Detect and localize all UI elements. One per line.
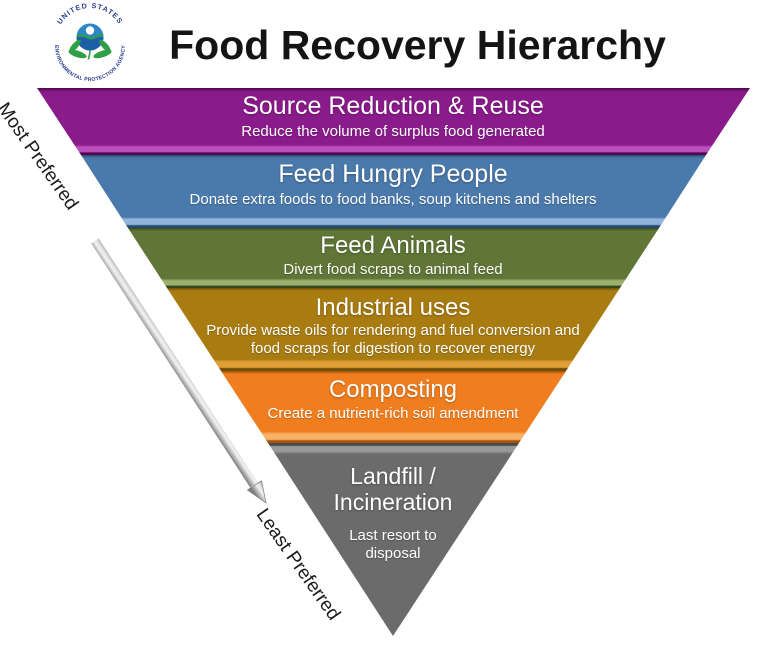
- band-feed-hungry-people: [81, 155, 706, 228]
- composting-subtitle: Create a nutrient-rich soil amendment: [267, 405, 519, 422]
- source-reduction-subtitle: Reduce the volume of surplus food genera…: [241, 123, 545, 140]
- band-source-reduction-reuse: [37, 88, 750, 155]
- source-reduction-title: Source Reduction & Reuse: [242, 92, 544, 120]
- epa-logo: UNITED STATES ENVIRONMENTAL PROTECTION A…: [53, 1, 127, 83]
- preference-arrow: [91, 238, 267, 504]
- band-industrial-uses: [167, 288, 620, 371]
- epa-stem: [87, 49, 91, 60]
- band-composting: [221, 371, 566, 443]
- composting-title: Composting: [328, 376, 458, 403]
- feed-hungry-people-subtitle: Donate extra foods to food banks, soup k…: [189, 191, 597, 208]
- feed-animals-subtitle: Divert food scraps to animal feed: [283, 261, 503, 278]
- industrial-uses-subtitle: Provide waste oils for rendering and fue…: [206, 322, 580, 358]
- band-landfill-incineration: [268, 443, 519, 636]
- landfill-incineration-subtitle: Last resort to disposal: [349, 527, 437, 563]
- page-title: Food Recovery Hierarchy: [169, 22, 666, 68]
- feed-hungry-people-title: Feed Hungry People: [278, 160, 508, 188]
- feed-animals-title: Feed Animals: [320, 232, 466, 259]
- epa-leaves: [68, 39, 112, 59]
- industrial-uses-title: Industrial uses: [315, 294, 471, 321]
- band-feed-animals: [128, 228, 659, 288]
- epa-flower-symbol: [68, 23, 112, 60]
- landfill-incineration-title: Landfill / Incineration: [333, 463, 453, 516]
